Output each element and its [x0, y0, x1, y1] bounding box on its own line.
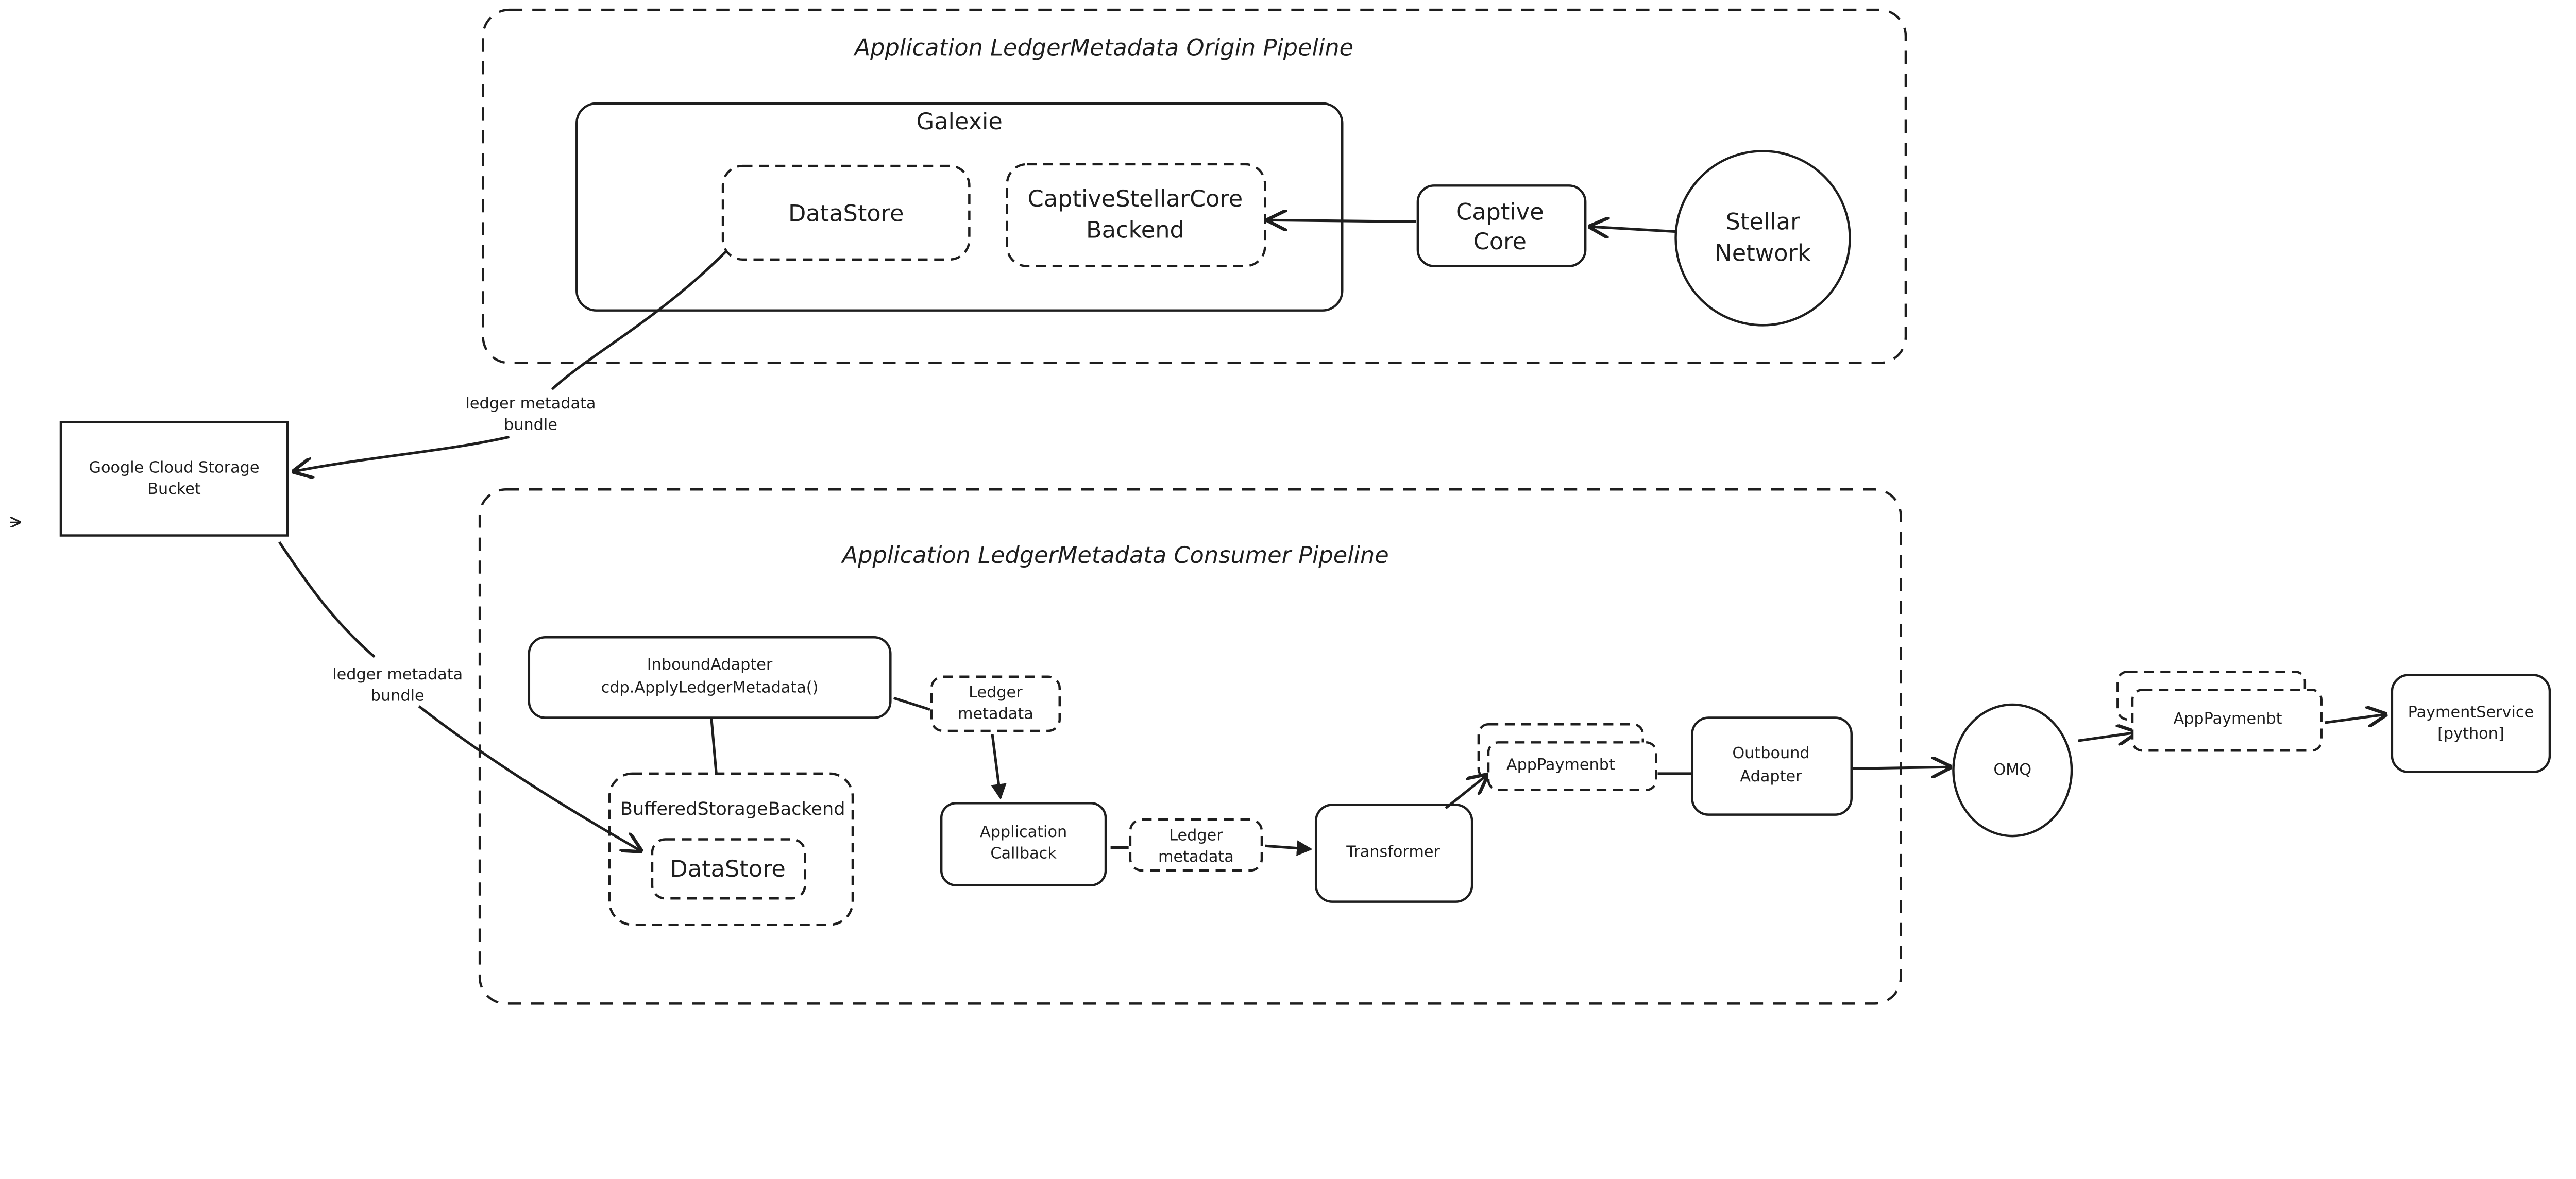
captive-backend-node[interactable] — [1006, 163, 1266, 267]
stellar-network-label-2: Network — [1715, 240, 1810, 266]
ledger-metadata-1-label-1: Ledger — [969, 684, 1023, 702]
arrow-to-datastore-consumer — [418, 705, 640, 851]
ledger-metadata-2-node[interactable] — [1129, 818, 1263, 872]
arrow-outbound-to-omq — [1853, 767, 1950, 768]
arrow-captive-core-to-backend — [1268, 220, 1416, 221]
arrow-omq-to-app-payment — [2078, 732, 2136, 741]
buffered-storage-backend-node[interactable] — [608, 772, 854, 926]
ledger-metadata-2-label-2: metadata — [1158, 848, 1234, 866]
inbound-adapter-label-1: InboundAdapter — [647, 656, 773, 674]
download-edge-label-1: ledger metadata — [332, 665, 463, 684]
payment-service-node[interactable] — [2391, 674, 2551, 773]
omq-node[interactable] — [1952, 703, 2073, 838]
upload-edge-label-2: bundle — [504, 416, 557, 434]
ledger-metadata-2-label-1: Ledger — [1169, 827, 1223, 845]
edge-gcs-to-label — [278, 541, 376, 658]
captive-core-label-1: Captive — [1456, 199, 1544, 226]
download-edge-label-2: bundle — [371, 687, 425, 705]
datastore-consumer-node[interactable] — [651, 838, 806, 900]
arrow-to-gcs — [294, 435, 510, 471]
buffered-storage-backend-label: BufferedStorageBackend — [620, 798, 845, 819]
captive-core-label-2: Core — [1473, 228, 1527, 255]
app-payment-1-label: AppPaymenbt — [1506, 756, 1615, 774]
consumer-pipeline-boundary — [478, 488, 1902, 1005]
stellar-network-label-1: Stellar — [1726, 209, 1800, 235]
application-callback-node[interactable] — [940, 802, 1107, 886]
app-payment-2-node[interactable] — [2131, 689, 2323, 752]
payment-service-label-2: [python] — [2437, 725, 2504, 743]
arrow-transformer-to-app-payment — [1445, 775, 1487, 809]
edge-inbound-to-buffered — [710, 717, 718, 774]
ledger-metadata-1-node[interactable] — [930, 675, 1061, 732]
origin-pipeline-group: Application LedgerMetadata Origin Pipeli… — [482, 8, 1907, 364]
gcs-bucket-node[interactable] — [59, 421, 289, 537]
captive-backend-label-1: CaptiveStellarCore — [1028, 185, 1243, 212]
transformer-label: Transformer — [1346, 843, 1440, 861]
datastore-consumer-label: DataStore — [670, 856, 786, 882]
edge-datastore-to-label — [551, 250, 727, 390]
origin-pipeline-title: Application LedgerMetadata Origin Pipeli… — [853, 35, 1353, 61]
inbound-adapter-label-2: cdp.ApplyLedgerMetadata() — [601, 679, 819, 697]
arrow-to-transformer — [1265, 840, 1313, 856]
edge-inbound-to-ledger-metadata — [893, 696, 930, 711]
galexie-container[interactable] — [575, 102, 1344, 312]
stellar-network-node[interactable] — [1674, 150, 1851, 327]
application-callback-label-1: Application — [980, 823, 1067, 841]
ledger-metadata-1-label-2: metadata — [958, 705, 1033, 723]
outbound-adapter-label-2: Adapter — [1740, 767, 1802, 785]
captive-core-node[interactable] — [1416, 184, 1587, 267]
origin-pipeline-boundary — [482, 8, 1907, 364]
consumer-pipeline-title: Application LedgerMetadata Consumer Pipe… — [841, 542, 1389, 569]
omq-label: OMQ — [1993, 761, 2031, 779]
consumer-pipeline-group: Application LedgerMetadata Consumer Pipe… — [478, 488, 1902, 1005]
payment-service-label-1: PaymentService — [2408, 703, 2534, 721]
arrow-stellar-to-captive-core — [1590, 227, 1676, 232]
gcs-bucket-label-2: Bucket — [147, 480, 201, 498]
transformer-node[interactable] — [1314, 804, 1473, 903]
inbound-adapter-node[interactable] — [528, 636, 892, 719]
upload-edge-label-1: ledger metadata — [465, 395, 596, 413]
captive-backend-label-2: Backend — [1086, 217, 1184, 244]
app-payment-1-node[interactable] — [1487, 741, 1657, 792]
arrow-to-payment-service — [2324, 714, 2385, 723]
outbound-adapter-node[interactable] — [1691, 716, 1853, 816]
app-payment-2-back — [2116, 670, 2307, 721]
galexie-label: Galexie — [917, 108, 1003, 135]
outbound-adapter-label-1: Outbound — [1732, 744, 1809, 762]
diagram-canvas: Application LedgerMetadata Origin Pipeli… — [10, 8, 2551, 1005]
app-payment-2-label: AppPaymenbt — [2173, 710, 2282, 728]
gcs-bucket-label-1: Google Cloud Storage — [89, 458, 260, 476]
datastore-origin-label: DataStore — [788, 200, 904, 227]
application-callback-label-2: Callback — [990, 845, 1057, 863]
arrow-to-app-callback — [991, 734, 1007, 800]
datastore-origin-node[interactable] — [721, 164, 971, 261]
